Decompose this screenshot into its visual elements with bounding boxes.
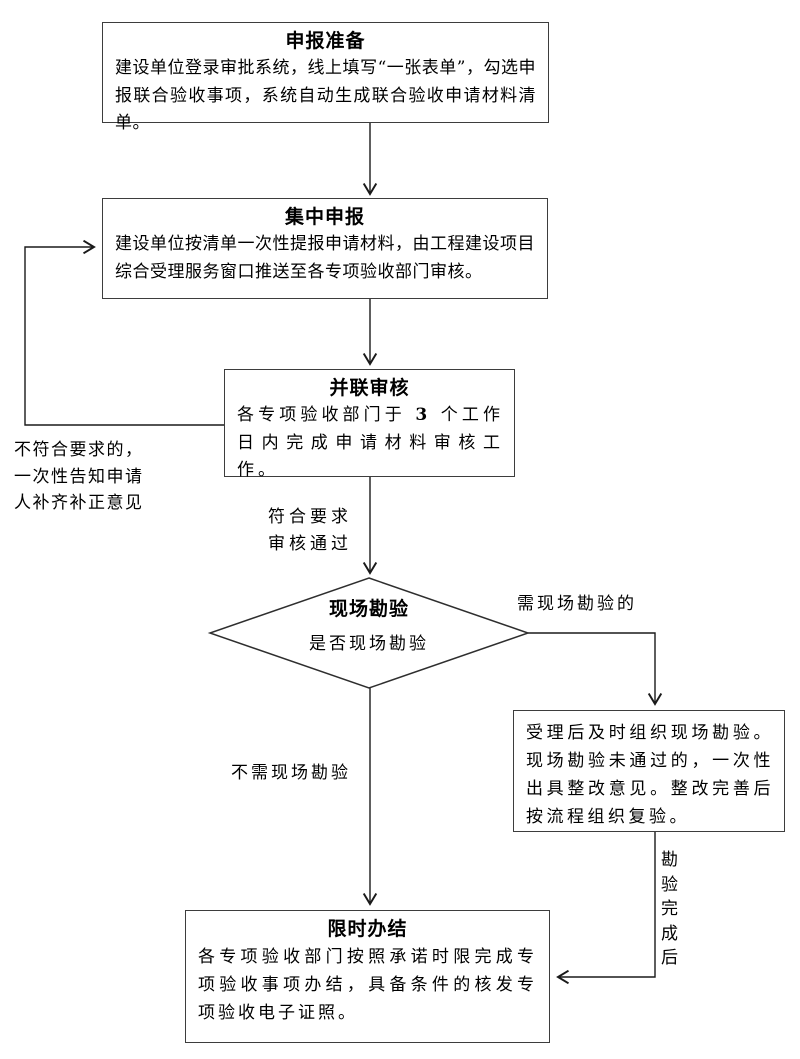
arrow-reject-feedback [24,239,224,426]
node-title: 并联审核 [329,377,410,399]
edge-label-survey-needed: 需现场勘验的 [517,594,637,614]
node-parallel-review: 并联审核 各专项验收部门于 3 个工作日内完成申请材料审核工作。 [224,369,515,480]
node-body: 各专项验收部门于 3 个工作日内完成申请材料审核工作。 [225,400,514,485]
edge-label-review-passed: 符合要求 审核通过 [268,507,352,554]
workday-count: 3 [415,405,432,425]
node-body: 受理后及时组织现场勘验。现场勘验未通过的，一次性出具整改意见。整改完善后按流程组… [526,723,774,827]
decision-diamond-shape [207,577,531,689]
edge-label-survey-completed: 勘验完成后 [661,850,678,968]
decision-question: 是否现场勘验 [309,634,429,654]
node-body-text: 各专项验收部门于 [237,405,416,425]
node-site-survey-decision: 现场勘验 是否现场勘验 [269,596,469,658]
node-body-text: 个工作日内完成申请材料审核工作。 [237,405,505,480]
node-title: 申报准备 [285,30,366,52]
edge-label-not-meeting-requirements: 不符合要求的， 一次性告知申请 人补齐补正意见 [14,440,144,513]
node-title: 集中申报 [284,206,365,228]
node-declaration-preparation: 申报准备 建设单位登录审批系统，线上填写“一张表单”，勾选申报联合验收事项，系统… [102,22,549,133]
node-body: 各专项验收部门按照承诺时限完成专项验收事项办结，具备条件的核发专项验收电子证照。 [198,947,537,1023]
arrow-decision-to-survey [528,632,663,706]
decision-title: 现场勘验 [328,598,409,620]
node-body: 建设单位按清单一次性提报申请材料，由工程建设项目综合受理服务窗口推送至各专项验收… [115,234,535,282]
node-centralized-declaration: 集中申报 建设单位按清单一次性提报申请材料，由工程建设项目综合受理服务窗口推送至… [102,198,548,299]
node-title: 限时办结 [327,918,408,940]
node-body: 建设单位登录审批系统，线上填写“一张表单”，勾选申报联合验收事项，系统自动生成联… [115,58,536,133]
arrow-survey-to-finish [556,832,656,985]
node-site-survey-process: 受理后及时组织现场勘验。现场勘验未通过的，一次性出具整改意见。整改完善后按流程组… [513,710,785,832]
edge-label-no-survey-needed: 不需现场勘验 [231,763,351,783]
node-time-limited-completion: 限时办结 各专项验收部门按照承诺时限完成专项验收事项办结，具备条件的核发专项验收… [185,910,550,1043]
